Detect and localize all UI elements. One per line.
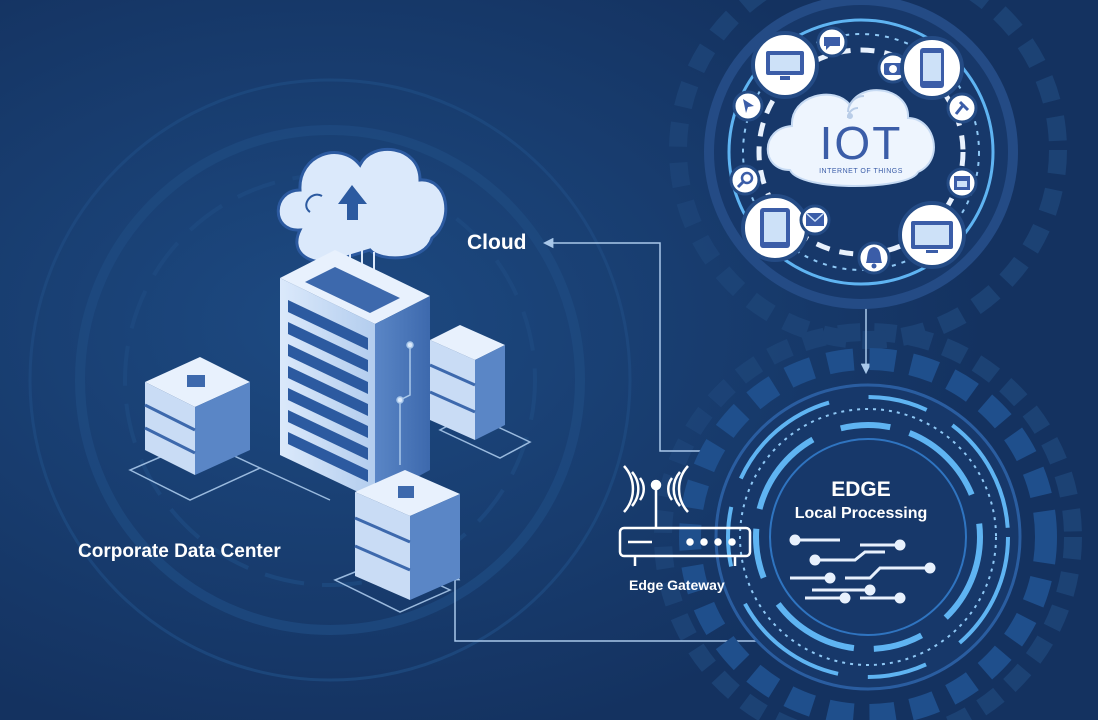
edge-gateway-label: Edge Gateway	[629, 577, 725, 593]
server-stack-right	[429, 325, 505, 440]
arrow-edge-to-datacenter	[449, 569, 785, 642]
circuit-traces	[789, 534, 936, 604]
background-gears	[654, 0, 1082, 720]
calendar-icon	[946, 167, 978, 199]
search-icon	[729, 164, 761, 196]
tablet-icon	[741, 194, 809, 262]
chat-bubble-icon	[816, 26, 848, 58]
iot-title: IOT	[819, 117, 903, 169]
pin-icon	[946, 92, 978, 124]
server-stack-front	[354, 470, 460, 600]
edge-gateway-router-icon	[618, 465, 752, 566]
wifi-icon	[847, 95, 865, 119]
display-icon	[898, 201, 966, 269]
data-center-illustration	[128, 148, 532, 613]
arrow-to-cloud	[542, 237, 720, 452]
edge-title: EDGE	[831, 478, 891, 501]
mail-icon	[799, 204, 831, 236]
cursor-icon	[732, 90, 764, 122]
server-rack	[280, 250, 430, 500]
iot-subtitle: INTERNET OF THINGS	[819, 168, 903, 175]
edge-processing-circle	[679, 348, 1057, 720]
edge-subtitle: Local Processing	[794, 505, 928, 522]
bell-icon	[857, 241, 891, 275]
cloud-label: Cloud	[467, 231, 527, 254]
smartphone-icon	[900, 36, 964, 100]
monitor-icon	[751, 31, 819, 99]
wifi-signal-icon	[623, 465, 689, 513]
server-stack-left	[144, 357, 250, 475]
iot-device-icons	[729, 26, 978, 275]
data-center-label: Corporate Data Center	[78, 541, 281, 562]
